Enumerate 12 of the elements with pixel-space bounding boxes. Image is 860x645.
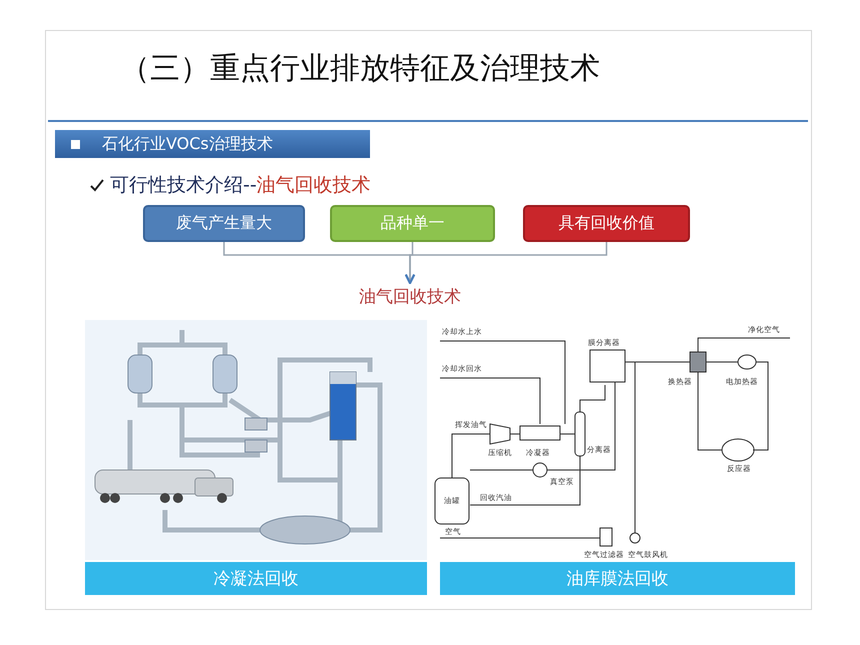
section-header-text: 石化行业VOCs治理技术 (102, 134, 273, 154)
feature-box: 具有回收价值 (523, 205, 690, 242)
feature-box: 品种单一 (330, 205, 495, 242)
caption-band: 油库膜法回收 (440, 562, 795, 595)
subheading-text: 可行性技术介绍-- (110, 174, 257, 196)
feature-box: 废气产生量大 (143, 205, 305, 242)
slide-title: （三）重点行业排放特征及治理技术 (120, 50, 600, 88)
connector-arrow (404, 242, 608, 284)
result-text: 油气回收技术 (345, 283, 475, 309)
caption-band: 冷凝法回收 (85, 562, 427, 595)
section-header-band (55, 130, 370, 158)
subheading-highlight: 油气回收技术 (256, 174, 371, 196)
